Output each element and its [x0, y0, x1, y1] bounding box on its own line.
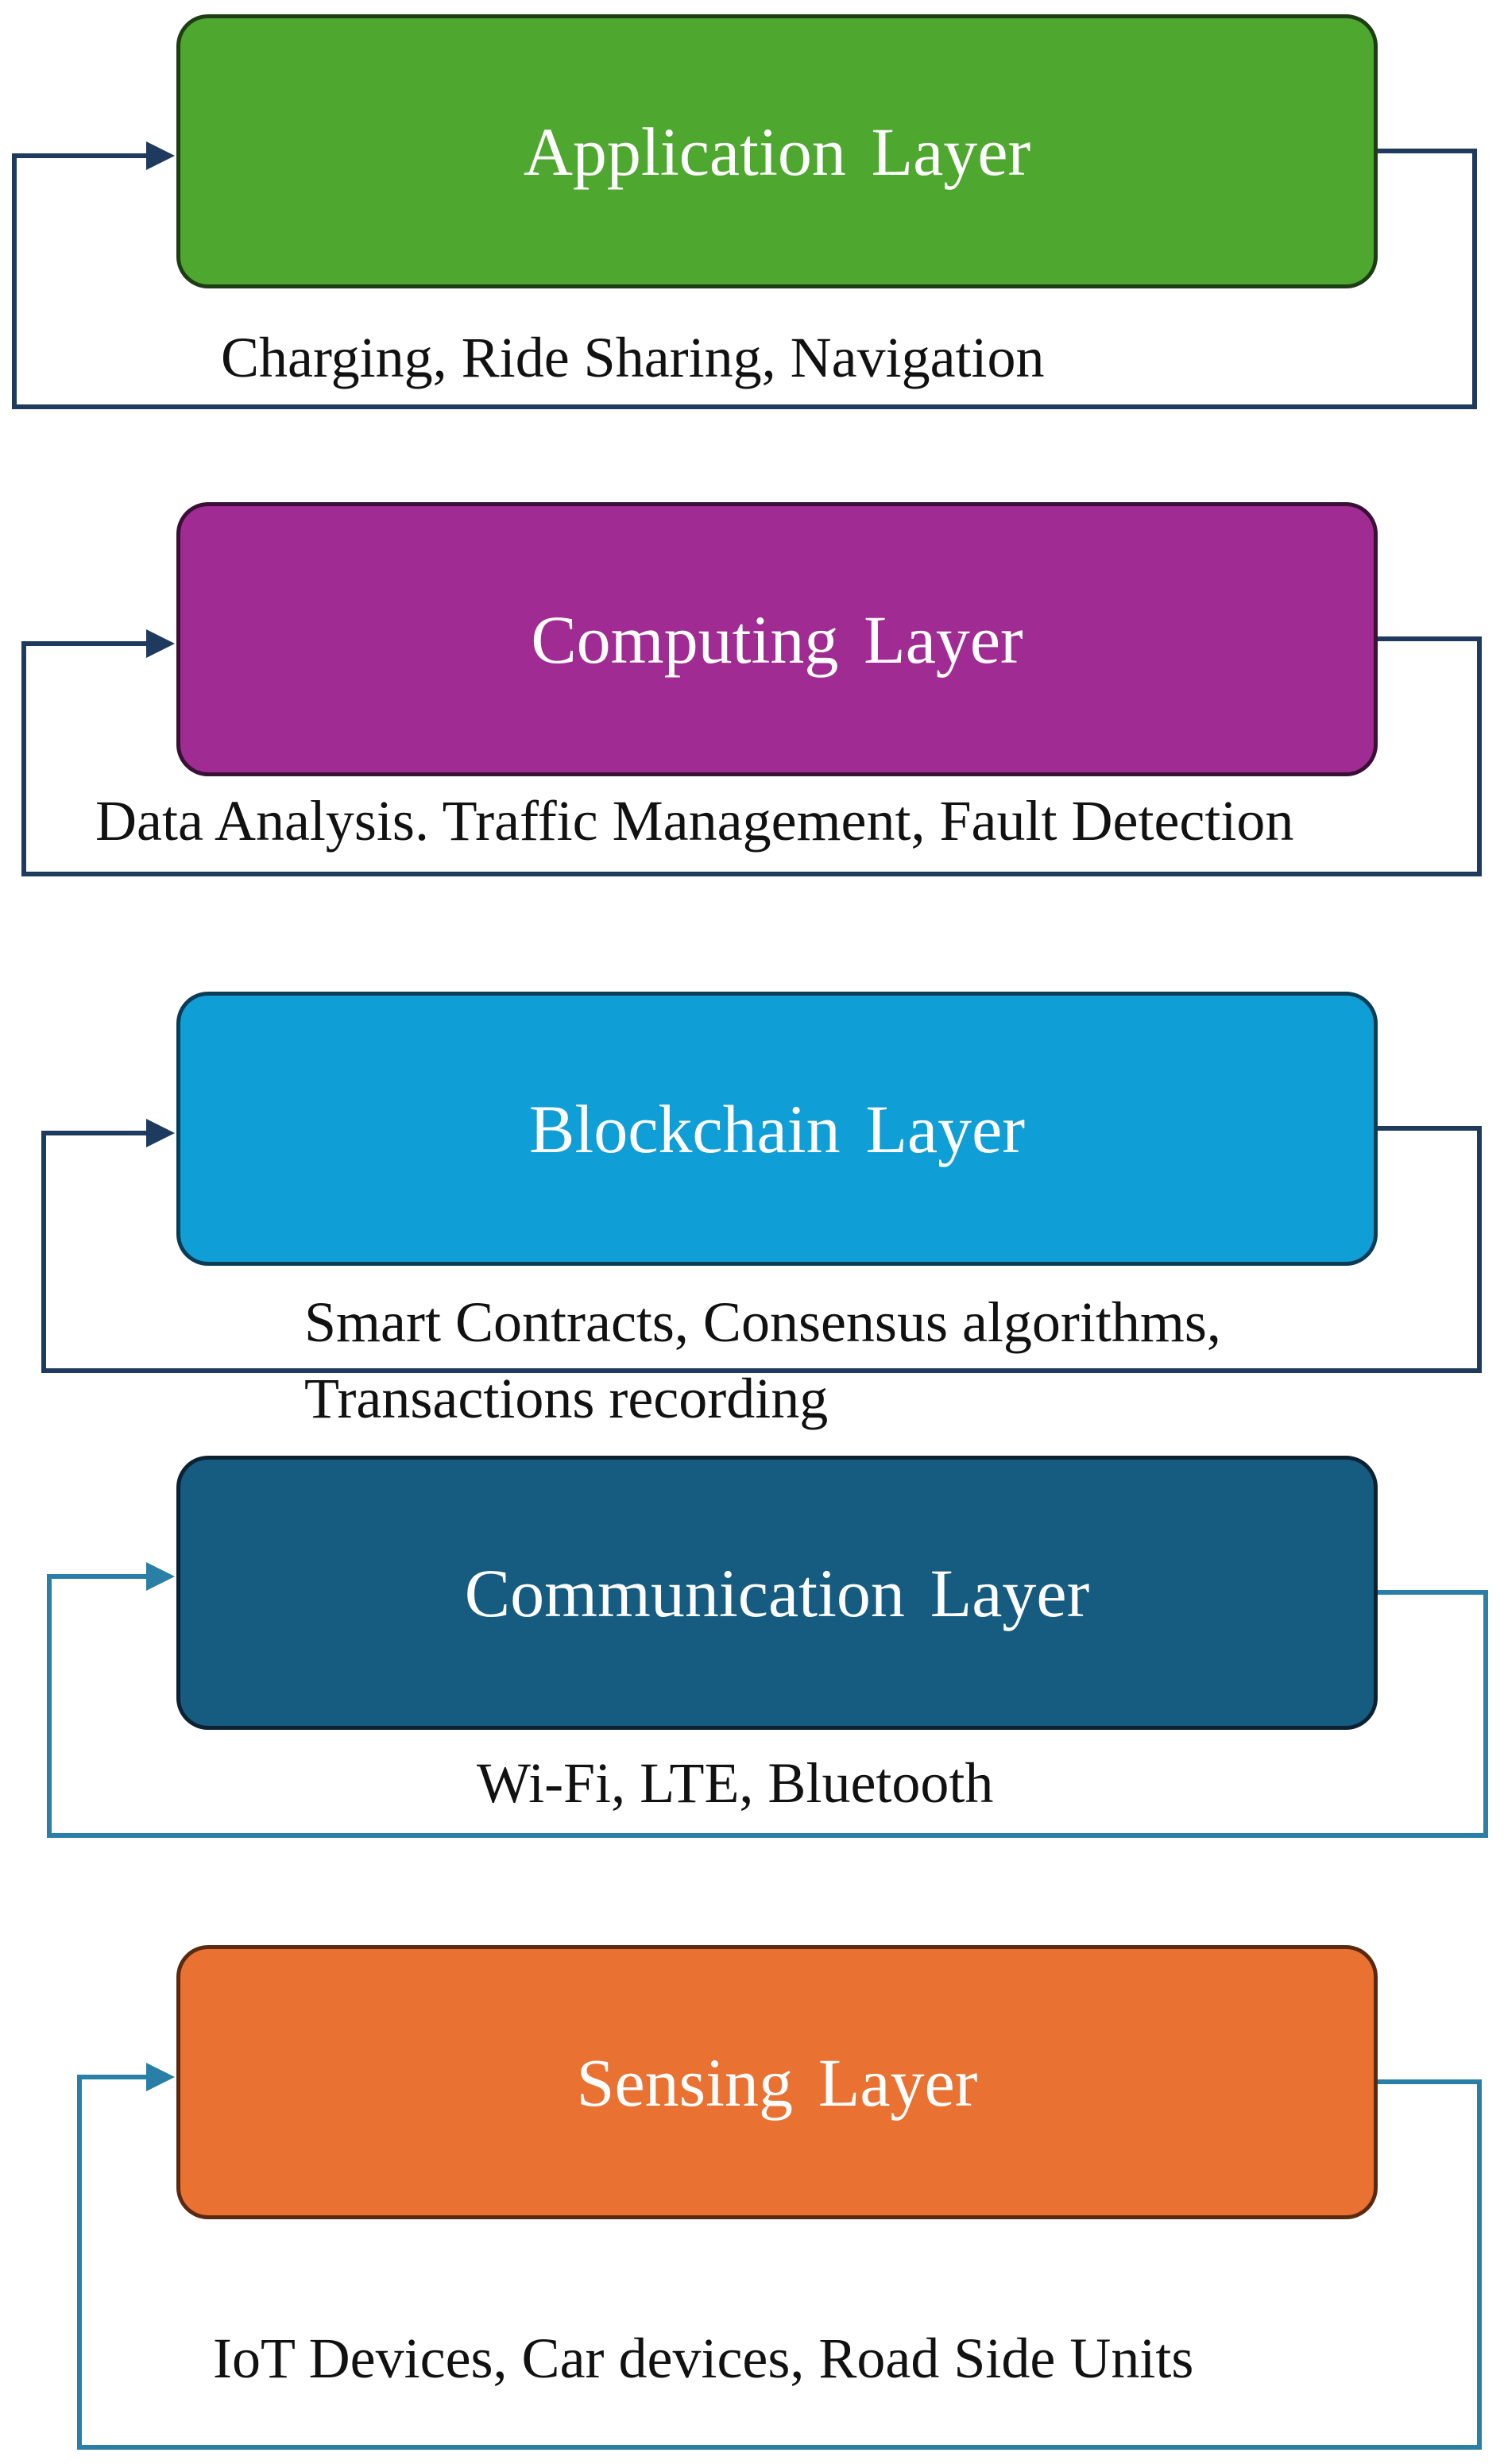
- application-layer-title: Application Layer: [523, 113, 1031, 190]
- computing-layer-description: Data Analysis. Traffic Management, Fault…: [95, 783, 1293, 859]
- application-layer-description-line: Charging, Ride Sharing, Navigation: [221, 326, 1045, 389]
- sensing-layer-description-line: IoT Devices, Car devices, Road Side Unit…: [213, 2327, 1194, 2390]
- blockchain-layer-description: Smart Contracts, Consensus algorithms, T…: [304, 1284, 1221, 1437]
- blockchain-layer-box: Blockchain Layer: [176, 992, 1378, 1266]
- feedback-arrow-2: [21, 629, 1482, 876]
- feedback-arrow-4: [47, 1562, 1488, 1838]
- feedback-arrow-1: [12, 141, 1477, 409]
- computing-layer-box: Computing Layer: [176, 502, 1378, 776]
- communication-layer-description: Wi-Fi, LTE, Bluetooth: [477, 1745, 993, 1821]
- sensing-layer-box: Sensing Layer: [176, 1945, 1378, 2219]
- application-layer-box: Application Layer: [176, 14, 1378, 288]
- blockchain-layer-description-line-2: Transactions recording: [304, 1367, 829, 1430]
- communication-layer-title: Communication Layer: [464, 1554, 1090, 1631]
- communication-layer-description-line: Wi-Fi, LTE, Bluetooth: [477, 1751, 994, 1815]
- blockchain-layer-description-line-1: Smart Contracts, Consensus algorithms,: [304, 1290, 1221, 1354]
- feedback-arrow-3: [41, 1119, 1482, 1373]
- communication-layer-box: Communication Layer: [176, 1456, 1378, 1730]
- computing-layer-description-line: Data Analysis. Traffic Management, Fault…: [95, 789, 1294, 853]
- sensing-layer-description: IoT Devices, Car devices, Road Side Unit…: [213, 2320, 1193, 2396]
- computing-layer-title: Computing Layer: [531, 601, 1023, 678]
- feedback-arrow-5: [77, 2063, 1482, 2450]
- application-layer-description: Charging, Ride Sharing, Navigation: [221, 319, 1045, 396]
- blockchain-layer-title: Blockchain Layer: [529, 1090, 1025, 1167]
- sensing-layer-title: Sensing Layer: [576, 2044, 978, 2121]
